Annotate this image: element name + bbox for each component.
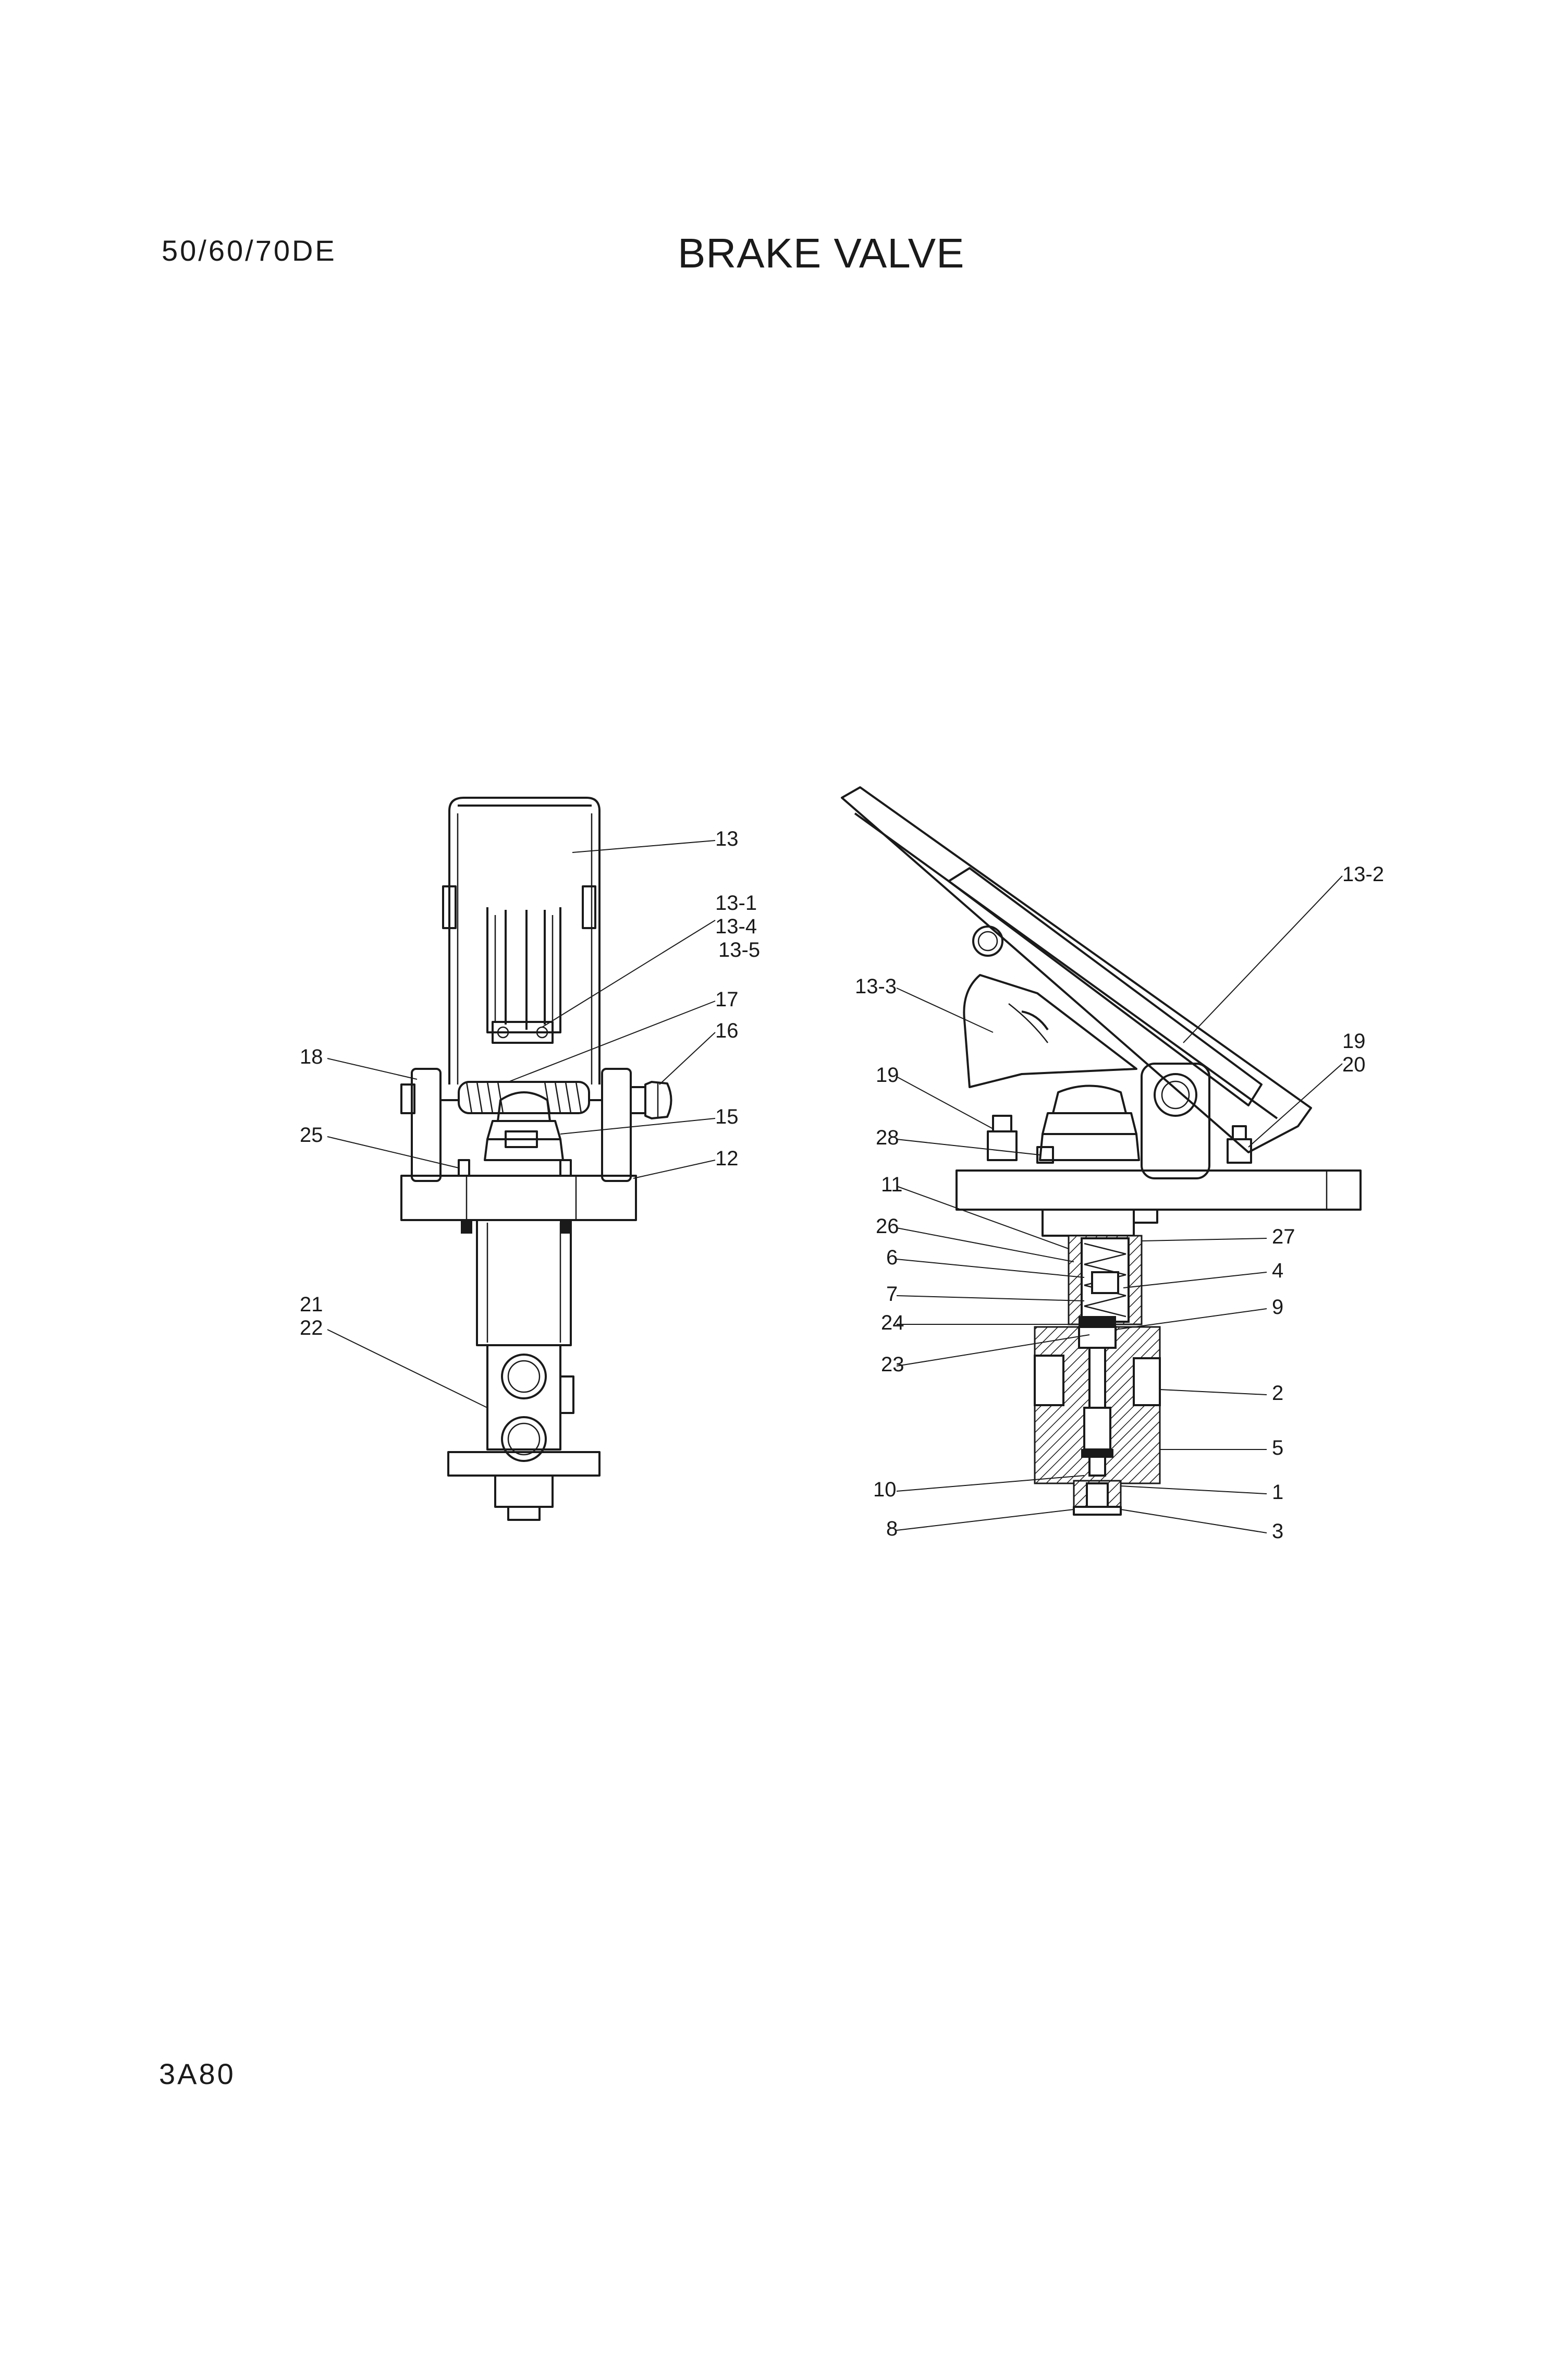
callout-19-right: 19 xyxy=(1342,1030,1366,1053)
callout-12: 12 xyxy=(715,1147,739,1170)
callout-6: 6 xyxy=(886,1246,898,1269)
callout-18: 18 xyxy=(300,1045,323,1068)
callout-3: 3 xyxy=(1272,1520,1283,1543)
callout-20: 20 xyxy=(1342,1053,1366,1076)
callout-2: 2 xyxy=(1272,1382,1283,1405)
page-code: 3A80 xyxy=(159,2057,236,2090)
callout-28: 28 xyxy=(876,1126,899,1149)
callout-1: 1 xyxy=(1272,1481,1283,1504)
callout-9: 9 xyxy=(1272,1296,1283,1319)
leader-lines xyxy=(327,840,1343,1533)
callout-24: 24 xyxy=(881,1311,904,1334)
front-view xyxy=(400,797,672,1521)
callout-13-5: 13-5 xyxy=(718,939,760,961)
callout-26: 26 xyxy=(876,1215,899,1238)
callout-7: 7 xyxy=(886,1283,898,1306)
callout-13-2: 13-2 xyxy=(1342,863,1384,886)
callout-25: 25 xyxy=(300,1124,323,1147)
callout-27: 27 xyxy=(1272,1225,1295,1248)
callout-19-left: 19 xyxy=(876,1064,899,1087)
callout-21: 21 xyxy=(300,1293,323,1316)
callout-13-4: 13-4 xyxy=(715,915,757,938)
callout-5: 5 xyxy=(1272,1436,1283,1459)
page-title: BRAKE VALVE xyxy=(678,230,965,276)
callout-15: 15 xyxy=(715,1105,739,1128)
callout-17: 17 xyxy=(715,988,739,1011)
callout-13-3: 13-3 xyxy=(855,975,897,998)
callout-4: 4 xyxy=(1272,1259,1283,1282)
callout-13: 13 xyxy=(715,827,739,850)
callout-10: 10 xyxy=(873,1478,897,1501)
side-view xyxy=(841,786,1362,1516)
callout-23: 23 xyxy=(881,1353,904,1376)
callout-13-1: 13-1 xyxy=(715,892,757,915)
callout-22: 22 xyxy=(300,1317,323,1339)
callout-11: 11 xyxy=(881,1173,903,1196)
callout-labels: 13 13-1 13-4 13-5 17 16 18 15 25 12 21 2… xyxy=(300,827,1384,1543)
callout-16: 16 xyxy=(715,1019,739,1042)
model-label: 50/60/70DE xyxy=(162,234,337,267)
callout-8: 8 xyxy=(886,1517,898,1540)
